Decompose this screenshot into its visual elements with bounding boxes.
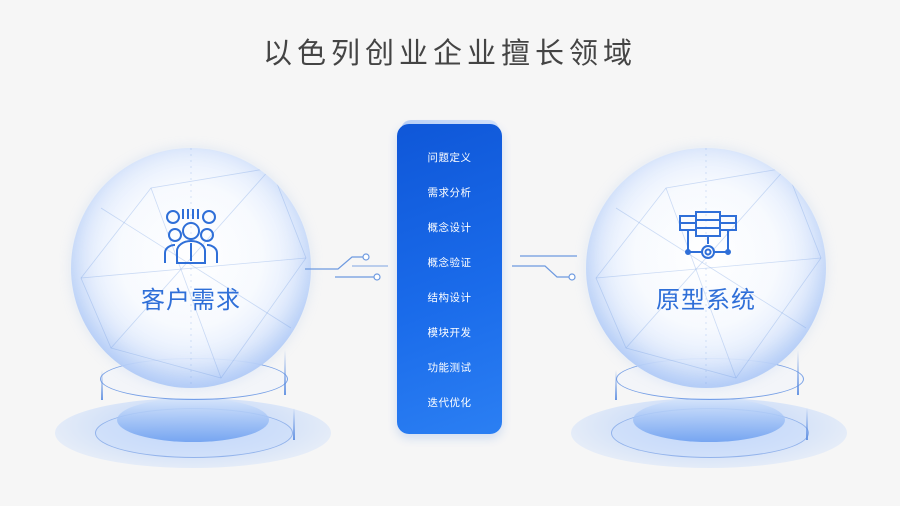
- prototype-system-label: 原型系统: [656, 286, 756, 314]
- process-step: 需求分析: [427, 187, 472, 199]
- pedestal-tick: [284, 350, 286, 395]
- process-step: 概念验证: [427, 257, 472, 269]
- process-step: 迭代优化: [427, 397, 472, 409]
- left-connector-lines: [305, 253, 388, 281]
- pedestal-tick: [293, 408, 295, 440]
- prototype-system-sphere: 原型系统: [586, 148, 826, 388]
- process-step: 问题定义: [427, 152, 472, 164]
- process-steps-panel: 问题定义 需求分析 概念设计 概念验证 结构设计 模块开发 功能测试 迭代优化: [397, 124, 502, 434]
- pedestal-tick: [797, 350, 799, 395]
- process-step: 结构设计: [427, 292, 472, 304]
- customer-needs-label: 客户需求: [141, 286, 241, 314]
- process-step: 概念设计: [427, 222, 472, 234]
- right-connector-lines: [512, 255, 577, 281]
- team-users-icon: [164, 209, 218, 264]
- pedestal-tick: [806, 408, 808, 440]
- pedestal-tick: [615, 370, 617, 400]
- server-gear-icon: [679, 211, 737, 259]
- network-mesh: [80, 148, 307, 388]
- customer-needs-sphere: 客户需求: [71, 148, 311, 388]
- pedestal-tick: [101, 370, 103, 400]
- pedestal-disk: [117, 398, 269, 442]
- process-step: 功能测试: [427, 362, 472, 374]
- pedestal-disk: [633, 398, 785, 442]
- page-title: 以色列创业企业擅长领域: [262, 36, 637, 70]
- process-step: 模块开发: [427, 327, 472, 339]
